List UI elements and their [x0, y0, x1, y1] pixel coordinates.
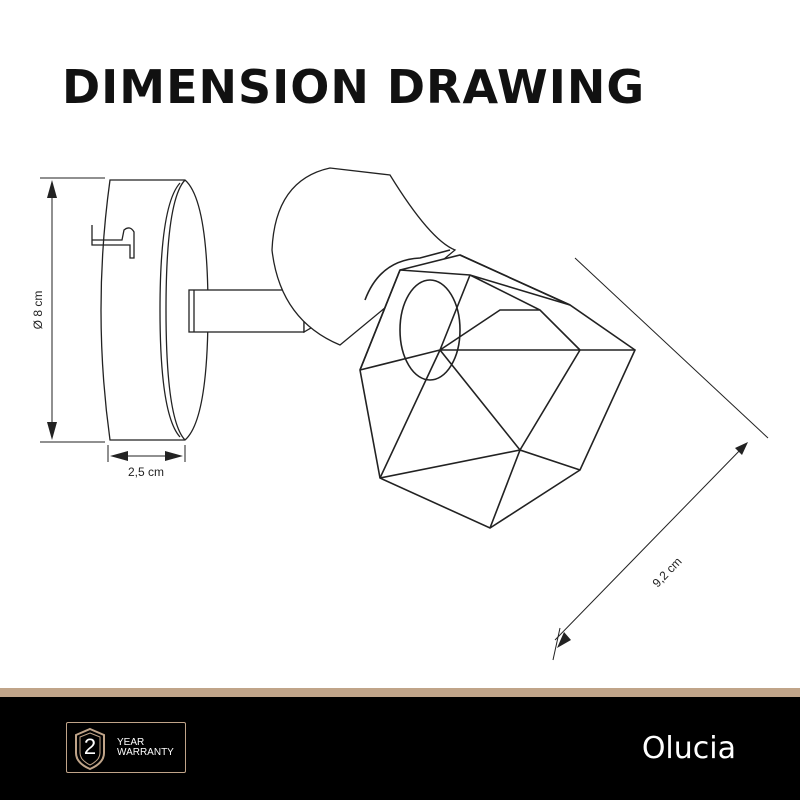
depth-label: 2,5 cm: [128, 465, 164, 479]
cage: [359, 249, 637, 529]
footer: 2 YEAR WARRANTY Olucia: [0, 697, 800, 800]
page-title: DIMENSION DRAWING: [62, 60, 646, 114]
warranty-number: 2: [83, 734, 97, 759]
warranty-badge: 2 YEAR WARRANTY: [66, 722, 186, 773]
lamp-body: [271, 167, 457, 346]
warranty-line2: WARRANTY: [117, 747, 174, 758]
accent-band: [0, 688, 800, 697]
dimension-drawing: Ø 8 cm 2,5 cm 9,2 cm: [31, 167, 769, 661]
diameter-label: Ø 8 cm: [31, 291, 45, 330]
wall-plate: [91, 179, 209, 441]
length-label: 9,2 cm: [650, 554, 685, 590]
brand-logo: Olucia: [641, 731, 736, 766]
warranty-line1: YEAR: [117, 737, 145, 748]
shield-icon: [75, 727, 105, 771]
arm: [188, 289, 305, 333]
